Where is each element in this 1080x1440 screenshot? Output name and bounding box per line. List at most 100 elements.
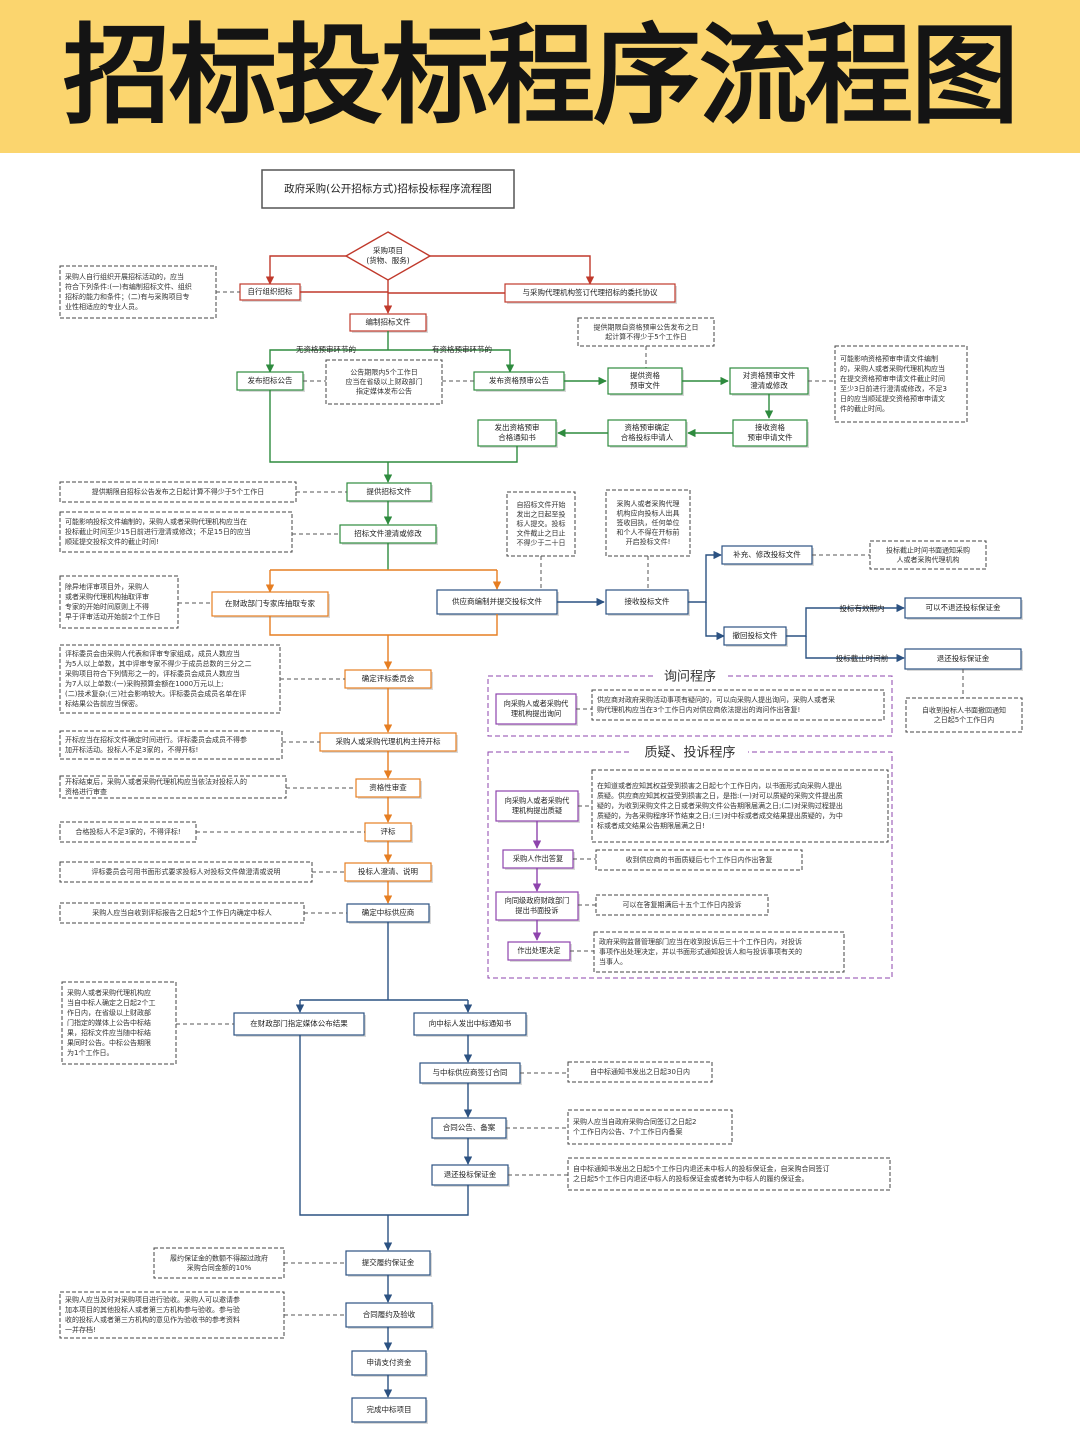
notice-period-note-text: 公告期限内5个工作日 [350, 368, 417, 377]
committee-rule-note-text: 为7人以上单数:(一)采购预算金额在1000万元以上; [65, 679, 223, 688]
self-org-box: 自行组织招标 [239, 283, 302, 302]
committee-box-text: 确定评标委员会 [362, 673, 415, 683]
submit-bid-box-text: 供应商编制并提交投标文件 [452, 596, 542, 606]
tender-time-note-text: 提供期限自招标公告发布之日起计算不得少于5个工作日 [92, 487, 264, 496]
expert-time-note-text: 专家的开始时间原则上不得 [65, 602, 149, 611]
supplement-box: 补充、修改投标文件 [721, 545, 814, 566]
return-deposit-box: 退还投标保证金 [431, 1164, 510, 1187]
complaint-note1-text: 质疑。供应商应知其权益受到损害之日，是指:(一)对可以质疑的采购文件提出质 [597, 791, 843, 800]
clarify-rule-note: 评标委员会可用书面形式要求投标人对投标文件做澄清或说明 [59, 861, 313, 883]
receive-bid-box: 接收投标文件 [605, 589, 690, 616]
deposit-time-note: 自中标通知书发出之日起5个工作日内退还未中标人的投标保证金，自采购合同签订之日起… [567, 1157, 891, 1191]
determine-pass-box-text: 合格投标申请人 [621, 432, 674, 442]
expert-time-note: 除异地评审项目外，采购人或者采购代理机构抽取评审专家的开始时间原则上不得早于评审… [59, 575, 179, 629]
complaint-step4-box: 作出处理决定 [507, 941, 572, 962]
eval-rule-note-text: 合格投标人不足3家的，不得评标! [75, 827, 180, 836]
publish-rule-note-text: 门指定的媒体上公告中标结 [67, 1018, 151, 1027]
accept-rule-note-text: 采购人应当及时对采购项目进行验收。采购人可以邀请参 [65, 1295, 240, 1304]
refund-rule-note-text: 之日起5个工作日内 [934, 715, 994, 724]
winner-rule-note: 采购人应当自收到评标报告之日起5个工作日内确定中标人 [59, 902, 305, 924]
expert-time-note-text: 或者采购代理机构抽取评审 [65, 592, 149, 601]
before-deadline-label: 投标截止时间前 [836, 653, 889, 663]
with-prequal-label: 有资格预审环节的 [432, 344, 492, 354]
tender-clarify-note-text: 顺延提交投标文件的截止时间! [65, 537, 159, 546]
perf-bond-box: 提交履约保证金 [345, 1250, 432, 1277]
committee-box: 确定评标委员会 [344, 669, 433, 690]
complaint-note1-text: 在知道或者应知其权益受到损害之日起七个工作日内，以书面形式向采购人提出 [597, 781, 842, 790]
clarify-tender-box: 招标文件澄清或修改 [339, 524, 438, 545]
receive-prequal-box-text: 预审申请文件 [748, 432, 793, 442]
evaluation-box-text: 评标 [381, 826, 396, 836]
award-notice-box-text: 向中标人发出中标通知书 [429, 1018, 512, 1028]
experts-box-text: 在财政部门专家库抽取专家 [225, 598, 315, 608]
prequal-clarify-note-text: 至少3日前进行澄清或修改，不足3 [840, 384, 947, 393]
accept-rule-note: 采购人应当及时对采购项目进行验收。采购人可以邀请参加本项目的其他投标人或者第三方… [59, 1291, 285, 1339]
tender-clarify-note-text: 可能影响投标文件编制的，采购人或者采购代理机构应当在 [65, 517, 247, 526]
qual-rule-note-text: 开标结束后，采购人或者采购代理机构应当依法对投标人的 [65, 777, 247, 786]
opening-box-text: 采购人或采购代理机构主持开标 [336, 736, 441, 746]
publish-rule-note-text: 果，招标文件应当随中标结 [67, 1028, 151, 1037]
inquiry-step-box-text: 理机构提出询问 [511, 709, 561, 718]
page-title: 招标投标程序流程图 [62, 14, 1019, 139]
refund-box: 退还投标保证金 [904, 648, 1023, 671]
self-org-box-text: 自行组织招标 [248, 286, 293, 296]
committee-rule-note-text: 为5人以上单数，其中评审专家不得少于成员总数的三分之二 [65, 659, 251, 668]
evaluation-box: 评标 [364, 822, 413, 843]
complaint-step2-box-text: 采购人作出答复 [513, 854, 563, 863]
committee-rule-note: 评标委员会由采购人代表和评审专家组成，成员人数应当为5人以上单数，其中评审专家不… [59, 644, 281, 714]
sign-receipt-note-text: 签收回执，任何单位 [617, 518, 680, 527]
refund-rule-note-text: 自收到投标人书面撤回通知 [922, 705, 1006, 714]
notice-period-note-text: 应当在省级以上财政部门 [346, 377, 423, 386]
complaint-step4-box-text: 作出处理决定 [517, 946, 560, 955]
sign-receipt-note-text: 采购人或者采购代理 [617, 499, 680, 508]
committee-rule-note-text: 评标委员会由采购人代表和评审专家组成，成员人数应当 [65, 649, 240, 658]
bid-deadline-note-text: 发出之日起至投 [517, 510, 566, 519]
provide-prequal-box-text: 提供资格 [630, 370, 660, 380]
bid-deadline-note-text: 标人提交。投标 [517, 519, 566, 528]
send-notice-box-text: 发出资格预审 [495, 422, 540, 432]
bid-deadline-note-text: 不得少于二十日 [517, 538, 566, 547]
complete-box: 完成中标项目 [351, 1397, 428, 1424]
bond-rule-note-text: 采购合同金额的10% [187, 1263, 252, 1272]
diagram-title: 政府采购(公开招标方式)招标投标程序流程图 [261, 169, 515, 209]
contract-time-note-text: 自中标通知书发出之日起30日内 [590, 1067, 690, 1076]
prequal-clarify-note-text: 可能影响资格预审申请文件编制 [840, 354, 938, 363]
publish-rule-note-text: 果同时公告。中标公告期限 [67, 1038, 151, 1047]
deposit-time-note-text: 之日起5个工作日内退还中标人的投标保证金或者转为中标人的履约保证金。 [573, 1174, 808, 1183]
to-prequal-notice [388, 349, 515, 373]
receive-bid-box-text: 接收投标文件 [625, 596, 670, 606]
experts-box: 在财政部门专家库抽取专家 [211, 591, 330, 618]
supplement-box-text: 补充、修改投标文件 [733, 549, 801, 559]
committee-rule-note-text: (二)技术复杂;(三)社会影响较大。评标委员会成员名单在评 [65, 689, 246, 698]
no-refund-box-text: 可以不退还投标保证金 [926, 602, 1001, 612]
clarify-prequal-box-text: 对资格预审文件 [743, 370, 796, 380]
prequal-notice-box: 发布资格预审公告 [473, 371, 566, 392]
determine-winner-box: 确定中标供应商 [346, 903, 431, 924]
clarify-prequal-box-text: 澄清或修改 [750, 380, 788, 390]
qual-review-box: 资格性审查 [355, 778, 422, 799]
no-prequal-label: 无资格预审环节的 [296, 344, 356, 354]
filing-time-note-text: 个工作日内公告、7个工作日内备案 [573, 1127, 682, 1136]
complaint-title: 质疑、投诉程序 [644, 745, 735, 761]
self-org-note: 采购人自行组织开展招标活动的，应当符合下列条件:(一)有编制招标文件、组织招标的… [59, 265, 217, 319]
to-self-org [265, 255, 346, 285]
complaint-note1: 在知道或者应知其权益受到损害之日起七个工作日内，以书面形式向采购人提出质疑。供应… [591, 769, 889, 843]
clarify-rule-note-text: 评标委员会可用书面形式要求投标人对投标文件做澄清或说明 [92, 867, 281, 876]
receive-prequal-box-text: 接收资格 [755, 422, 785, 432]
acceptance-box-text: 合同履约及验收 [363, 1309, 416, 1319]
provide-tender-box-text: 提供招标文件 [367, 486, 412, 496]
complaint-note3: 可以在答复期满后十五个工作日内投诉 [595, 894, 769, 916]
tender-time-note: 提供期限自招标公告发布之日起计算不得少于5个工作日 [59, 481, 297, 503]
complaint-section: 质疑、投诉程序 [487, 745, 893, 979]
publish-box: 在财政部门指定媒体公布结果 [233, 1012, 366, 1037]
to-no-refund [786, 603, 905, 637]
complaint-note1-text: 疑的，为收到采购文件之日或者采购文件公告期限届满之日;(二)对采购过程提出 [597, 801, 843, 810]
